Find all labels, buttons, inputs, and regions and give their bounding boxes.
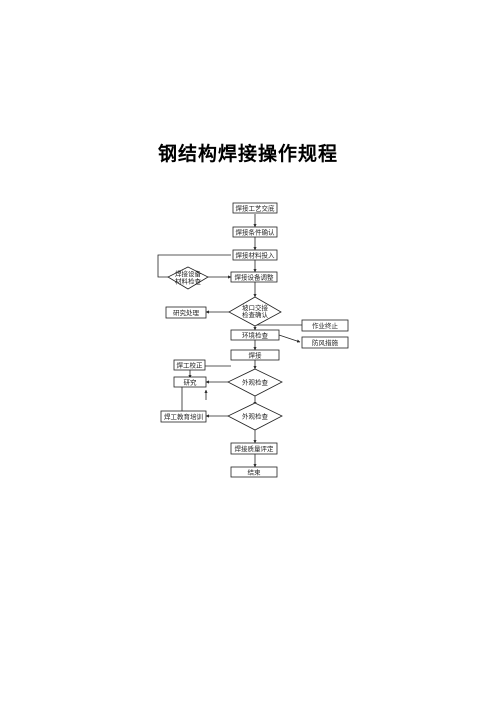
svg-text:焊接材料投入: 焊接材料投入: [236, 251, 276, 260]
svg-text:焊接工艺交底: 焊接工艺交底: [236, 204, 276, 213]
node-welding: 焊接: [230, 349, 280, 361]
node-welding-condition-confirm: 焊接条件确认: [232, 226, 278, 238]
svg-text:焊接设备: 焊接设备: [175, 269, 202, 278]
node-visual-check-2: 外观检查: [227, 402, 283, 431]
node-study-handling: 研究处理: [165, 306, 207, 319]
svg-text:焊工校正: 焊工校正: [177, 361, 204, 370]
svg-text:结束: 结束: [248, 468, 262, 477]
svg-text:研究: 研究: [184, 378, 198, 387]
svg-text:焊接条件确认: 焊接条件确认: [236, 228, 276, 237]
node-equipment-adjust: 焊接设备调整: [230, 271, 278, 283]
svg-text:焊接质量评定: 焊接质量评定: [235, 444, 275, 453]
node-welding-material-input: 焊接材料投入: [232, 249, 278, 261]
svg-text:防风措施: 防风措施: [312, 338, 339, 347]
node-quality-evaluation: 焊接质量评定: [230, 442, 278, 455]
node-welding-process-briefing: 焊接工艺交底: [232, 202, 278, 214]
svg-text:环境检查: 环境检查: [242, 331, 269, 340]
node-wind-protection: 防风措施: [301, 336, 349, 349]
svg-text:外观检查: 外观检查: [242, 378, 269, 387]
page-title: 钢结构焊接操作规程: [157, 143, 338, 165]
svg-text:研究处理: 研究处理: [173, 308, 200, 317]
node-welder-correction: 焊工校正: [173, 359, 206, 371]
svg-text:焊接设备调整: 焊接设备调整: [235, 273, 275, 282]
svg-text:检查确认: 检查确认: [242, 310, 269, 319]
svg-text:外观检查: 外观检查: [242, 412, 269, 421]
svg-text:焊接: 焊接: [249, 351, 263, 360]
svg-text:坡口交接: 坡口交接: [242, 303, 269, 312]
node-joint-inspection: 坡口交接 检查确认: [228, 296, 282, 327]
node-environment-check: 环境检查: [230, 329, 280, 341]
svg-text:焊工教育培训: 焊工教育培训: [164, 412, 203, 421]
svg-text:作业终止: 作业终止: [312, 321, 339, 330]
node-end: 结束: [230, 466, 278, 478]
svg-text:材料检查: 材料检查: [175, 277, 202, 286]
node-equipment-material-check: 焊接设备 材料检查: [167, 266, 209, 290]
node-work-stop: 作业终止: [301, 319, 349, 332]
node-welder-training: 焊工教育培训: [160, 410, 207, 423]
flow-connectors: [157, 214, 302, 468]
node-study: 研究: [173, 376, 207, 388]
node-visual-check-1: 外观检查: [227, 368, 283, 397]
